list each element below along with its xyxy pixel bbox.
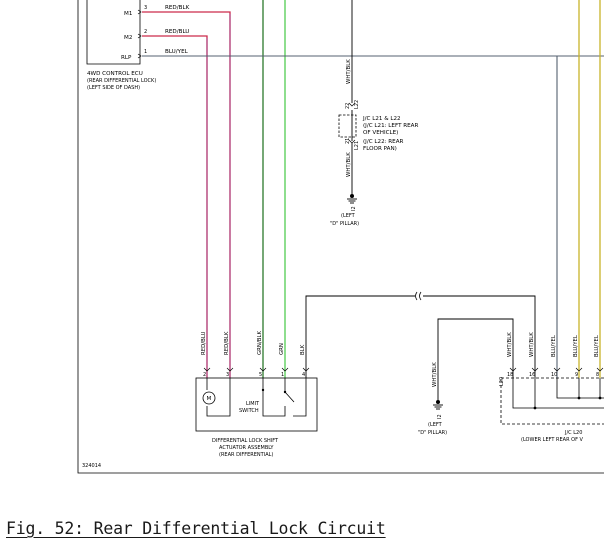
act-pin-num-1: 1 <box>281 372 284 378</box>
actuator-label-line-2: ACTUATOR ASSEMBLY <box>219 445 274 451</box>
motor-symbol: M <box>207 396 212 402</box>
junction-connector-l20: 18 16 10 9 8 L20 J/C L20 (LOWER LEFT REA… <box>499 367 604 443</box>
wire-break-symbol <box>415 291 422 301</box>
l20-pin-num-8: 8 <box>596 372 599 378</box>
wire-red-blu <box>142 35 208 378</box>
ecu-wire-label-red-blu: RED/BLU <box>165 29 189 35</box>
jc-label-line-1: J/C L21 & L22 <box>362 116 401 122</box>
ecu-4wd-control: M1 M2 RLP 3 2 1 RED/BLK RED/BLU BLU/YEL … <box>86 0 190 91</box>
ecu-wire-label-blu-yel: BLU/YEL <box>165 49 189 55</box>
switch-label-line-1: LIMIT <box>246 401 260 407</box>
vertical-wire-labels: RED/BLU RED/BLK GRN/BLK GRN BLK WHT/BLK … <box>201 59 600 387</box>
switch-label-line-2: SWITCH <box>239 408 259 414</box>
junction-connector-l21-l22: 22 L22 21 L21 J/C L21 & L22 (J/C L21: LE… <box>338 100 419 152</box>
ground2-wire-label: WHT/BLK <box>432 362 438 387</box>
jc-pin-top: 22 <box>345 103 351 109</box>
figure-caption: Fig. 52: Rear Differential Lock Circuit <box>6 519 386 538</box>
ground-point-2: I2 (LEFT "D" PILLAR) <box>418 400 447 436</box>
l20-pin-num-10: 10 <box>551 372 557 378</box>
ground-point-1: I2 (LEFT "D" PILLAR) <box>330 194 359 227</box>
ecu-pin-name-m1: M1 <box>124 11 133 17</box>
act-pin-num-5: 5 <box>259 372 262 378</box>
l20-pin-num-16: 16 <box>529 372 535 378</box>
act-pin-num-2: 2 <box>203 372 206 378</box>
ecu-pin-num-2: 2 <box>144 29 147 35</box>
l20-label-line-1: J/C L20 <box>564 430 582 436</box>
ground2-label-line-2: "D" PILLAR) <box>418 430 447 436</box>
ecu-pin-name-m2: M2 <box>124 35 132 41</box>
jc-label-line-5: FLOOR PAN) <box>363 146 397 152</box>
l20-pin-num-18: 18 <box>507 372 513 378</box>
l20-wire-label-16: WHT/BLK <box>529 332 535 357</box>
l20-pin-num-9: 9 <box>575 372 578 378</box>
jc-label-line-2: (J/C L21: LEFT REAR <box>363 123 419 129</box>
ecu-pin-name-rlp: RLP <box>121 55 132 61</box>
act-wire-label-grn: GRN <box>279 343 285 355</box>
jc-label-line-3: OF VEHICLE) <box>363 130 398 136</box>
ecu-pin-num-3: 3 <box>144 5 147 11</box>
l20-wire-label-18: WHT/BLK <box>507 332 513 357</box>
actuator-label-line-3: (REAR DIFFERENTIAL) <box>219 452 273 458</box>
act-wire-label-blk: BLK <box>300 344 306 355</box>
jc-conn-top: L22 <box>354 100 360 109</box>
act-wire-label-red-blk: RED/BLK <box>224 331 230 355</box>
actuator-assembly: 2 3 5 1 4 M LIMIT SWITCH DIFFERENTIAL LO… <box>195 367 318 458</box>
ecu-label-line-1: 4WD CONTROL ECU <box>87 71 143 77</box>
ground2-label-line-1: (LEFT <box>428 422 443 428</box>
act-pin-num-4: 4 <box>302 372 305 378</box>
wire-blk <box>305 295 536 378</box>
l20-wire-label-10: BLU/YEL <box>551 335 557 357</box>
ecu-label-line-2: (REAR DIFFERENTIAL LOCK) <box>87 78 156 84</box>
jc-wire-label-upper: WHT/BLK <box>346 59 352 84</box>
act-wire-label-grn-blk: GRN/BLK <box>257 331 263 355</box>
l20-label-line-2: (LOWER LEFT REAR OF V <box>521 437 584 443</box>
jc-conn-bottom: L21 <box>354 141 360 150</box>
l20-wire-label-9: BLU/YEL <box>573 335 579 357</box>
actuator-label-line-1: DIFFERENTIAL LOCK SHIFT <box>212 438 279 444</box>
jc-label-line-4: (J/C L22: REAR <box>363 139 404 145</box>
act-pin-num-3: 3 <box>226 372 229 378</box>
ecu-wire-label-red-blk: RED/BLK <box>165 5 190 11</box>
l20-conn: L20 <box>499 377 505 386</box>
wire-red-blk <box>142 11 231 378</box>
l20-wire-label-8: BLU/YEL <box>594 335 600 357</box>
ground1-label-line-1: (LEFT <box>341 213 356 219</box>
wire-wht-blk-18 <box>437 318 514 400</box>
jc-pin-bottom: 21 <box>345 138 351 144</box>
ground1-id: I2 <box>351 206 357 211</box>
ecu-label-line-3: (LEFT SIDE OF DASH) <box>87 85 140 91</box>
wires <box>142 0 604 400</box>
ground1-label-line-2: "D" PILLAR) <box>330 221 359 227</box>
ground2-id: I2 <box>437 414 443 419</box>
act-wire-label-red-blu: RED/BLU <box>201 331 207 355</box>
diagram-id: 324014 <box>82 463 101 469</box>
diagram-frame <box>77 0 604 474</box>
ecu-pin-num-1: 1 <box>144 49 147 55</box>
jc-wire-label-lower: WHT/BLK <box>346 152 352 177</box>
